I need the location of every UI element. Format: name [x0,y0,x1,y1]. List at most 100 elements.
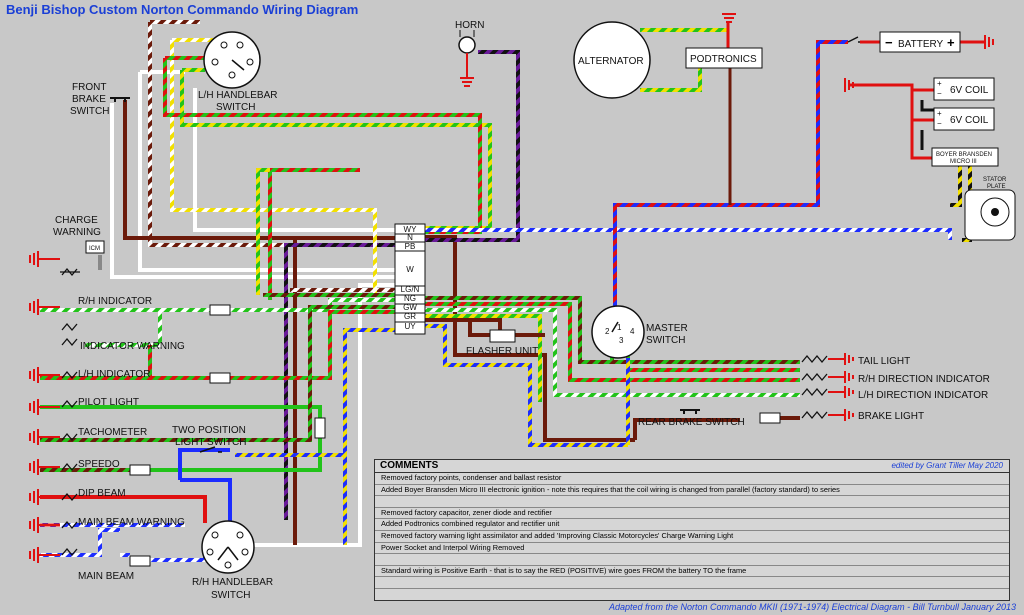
light-switch-resistor [314,417,326,439]
comment-row: Removed factory points, condenser and ba… [375,473,1009,485]
brake-light-label: BRAKE LIGHT [858,411,924,422]
master-terminal: 2 [605,327,610,336]
right-grounds [828,353,854,421]
connector-code: GR [404,312,416,321]
front-brake-label-3: SWITCH [70,106,109,117]
comments-edited-by: edited by Grant Tiller May 2020 [891,461,1003,470]
comment-rows: Removed factory points, condenser and ba… [375,473,1009,589]
dip-beam-label: DIP BEAM [78,488,126,499]
connector-code: NG [404,294,416,303]
coil-2-box [933,107,995,131]
comment-row: Added Podtronics combined regulator and … [375,519,1009,531]
battery-switch-icon [847,36,860,43]
comments-header: COMMENTS edited by Grant Tiller May 2020 [375,460,1009,473]
comment-row: Added Boyer Bransden Micro III electroni… [375,485,1009,497]
lamp-icons [60,267,80,557]
two-position-label-2: LIGHT SWITCH [175,437,246,448]
podtronics-label: PODTRONICS [690,54,757,65]
tachometer-label: TACHOMETER [78,427,147,438]
front-brake-label-1: FRONT [72,82,106,93]
icm-box [85,240,105,254]
master-terminal: 1 [617,323,622,332]
lh-direction-label: L/H DIRECTION INDICATOR [858,390,988,401]
flasher-unit-label: FLASHER UNIT [466,346,538,357]
ignition-label-2: MICRO III [950,159,977,165]
left-bulbs [29,251,60,563]
comment-row [375,577,1009,589]
diagram-title: Benji Bishop Custom Norton Commando Wiri… [6,2,358,17]
horn-icon [458,36,476,54]
rh-indicator-label: R/H INDICATOR [78,296,152,307]
comment-row: Removed factory warning light assimilato… [375,531,1009,543]
connector-code: PB [405,242,416,251]
coil-2-label: 6V COIL [950,115,989,126]
comment-row [375,496,1009,508]
charge-warning-label-1: CHARGE [55,215,98,226]
podtronics-ground-icon [722,13,736,23]
battery-ground-icon [984,35,994,49]
rh-switch-label-2: SWITCH [211,590,250,601]
lh-switch-label-1: L/H HANDLEBAR [198,90,277,101]
svg-text:+: + [937,109,942,118]
comment-row: Removed factory capacitor, zener diode a… [375,508,1009,520]
connector-code: UY [404,322,416,331]
stator-label-2: PLATE [987,184,1006,190]
two-position-label-1: TWO POSITION [172,425,246,436]
lh-indicator-resistor [209,372,231,384]
main-beam-resistor [129,555,151,567]
comment-row: Power Socket and Interpol Wiring Removed [375,543,1009,555]
svg-text:−: − [885,35,893,50]
horn-label: HORN [455,20,484,31]
svg-text:+: + [947,35,955,50]
credit-line: Adapted from the Norton Commando MKII (1… [608,602,1016,612]
wires [40,20,985,562]
connector-code: LG/N [401,285,420,294]
connector-code: N [407,233,413,242]
charge-warning-label-2: WARNING [53,227,101,238]
master-terminal: 3 [619,336,624,345]
svg-text:+: + [937,79,942,88]
main-beam-label: MAIN BEAM [78,571,134,582]
stator-label-1: STATOR [983,177,1007,183]
comments-panel: COMMENTS edited by Grant Tiller May 2020… [374,459,1010,601]
speedo-resistor [129,464,151,476]
alternator-icon [573,21,651,99]
brake-light-resistor [759,412,781,424]
comments-title: COMMENTS [380,460,439,471]
svg-text:−: − [937,119,942,128]
connector-code: WY [404,225,418,234]
two-position-switch-icon [199,446,222,453]
battery-label: BATTERY [898,39,944,50]
horn-ground-icon [460,53,474,87]
lh-switch-label-2: SWITCH [216,102,255,113]
rear-brake-switch-icon [680,409,700,414]
alternator-label: ALTERNATOR [578,56,644,67]
right-lamps [801,354,828,420]
front-brake-label-2: BRAKE [72,94,106,105]
connector-code: GW [403,303,417,312]
podtronics-box [685,47,763,69]
master-terminal: 4 [630,327,635,336]
pilot-light-label: PILOT LIGHT [78,397,139,408]
master-switch-label-1: MASTER [646,323,688,334]
rh-switch-label-1: R/H HANDLEBAR [192,577,273,588]
tail-light-label: TAIL LIGHT [858,356,910,367]
master-switch-label-2: SWITCH [646,335,685,346]
connector-block [394,223,426,335]
svg-text:−: − [937,89,942,98]
main-beam-warning-label: MAIN BEAM WARNING [78,517,185,528]
flasher-unit-box [489,329,516,343]
speedo-label: SPEEDO [78,459,120,470]
indicator-warning-label: INDICATOR WARNING [80,341,185,352]
coil-1-box [933,77,995,101]
front-brake-switch-icon [110,97,130,102]
lh-indicator-label: L/H INDICATOR [78,369,150,380]
ignition-label-1: BOYER BRANSDEN [936,152,992,158]
rh-direction-label: R/H DIRECTION INDICATOR [858,374,990,385]
comment-row [375,554,1009,566]
rear-brake-switch-label: REAR BRAKE SWITCH [638,417,745,428]
